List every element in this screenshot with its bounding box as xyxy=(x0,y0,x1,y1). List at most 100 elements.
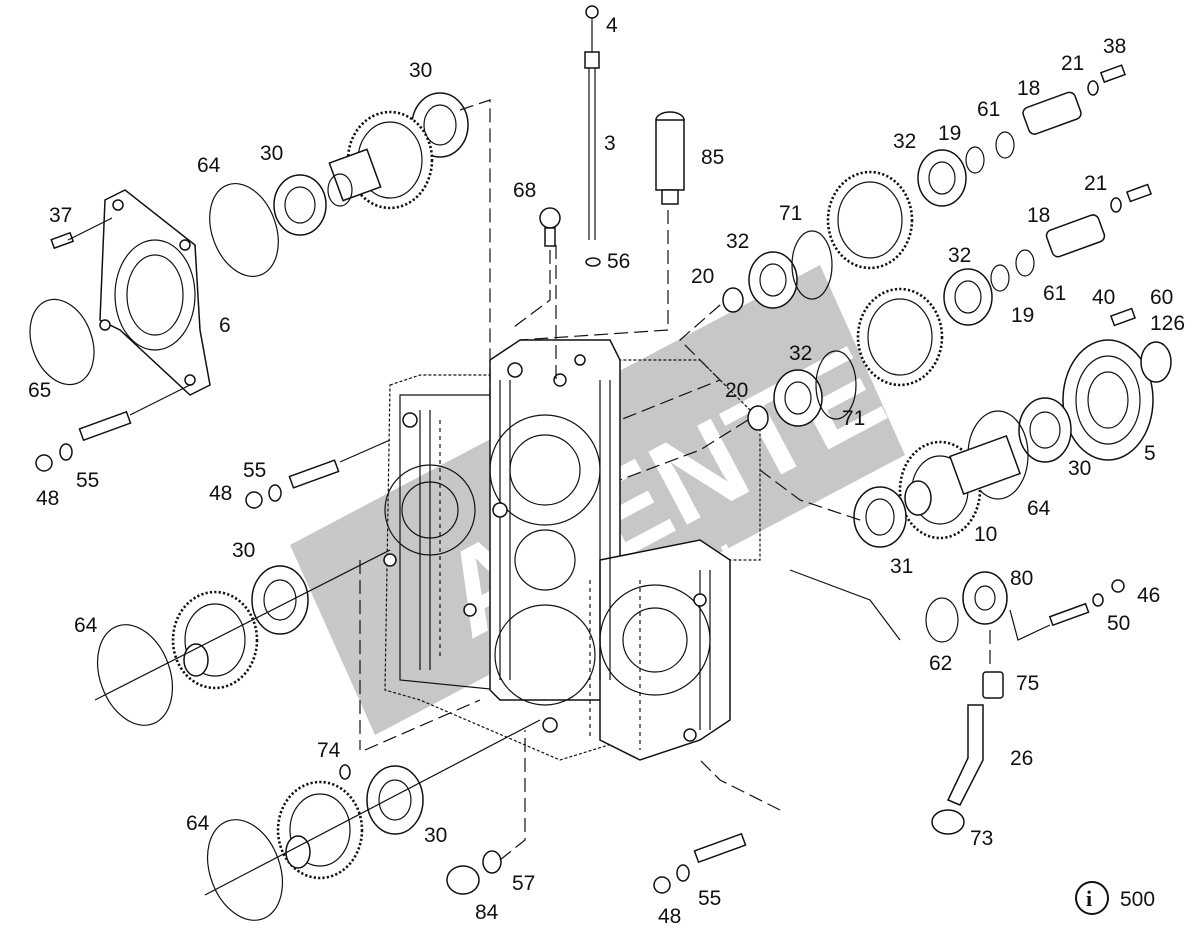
washer-21-b xyxy=(1110,197,1122,213)
gear-top-left xyxy=(327,110,434,210)
label-48-left: 48 xyxy=(36,487,59,510)
label-55-bottom: 55 xyxy=(698,887,721,910)
label-32-low: 32 xyxy=(789,342,812,365)
label-68: 68 xyxy=(513,179,536,202)
bearing-32-a xyxy=(917,149,967,207)
label-3: 3 xyxy=(604,132,616,155)
snapring-71-b xyxy=(815,350,857,420)
label-30-top-b: 30 xyxy=(260,142,283,165)
label-74: 74 xyxy=(317,739,341,762)
stud-55-mid xyxy=(245,439,391,509)
adapter-75 xyxy=(982,671,1004,699)
label-61-mid: 61 xyxy=(1043,282,1066,305)
pin-18-b xyxy=(1045,214,1106,258)
label-55-mid: 55 xyxy=(243,459,266,482)
label-30-mid: 30 xyxy=(232,539,255,562)
dipstick-assembly xyxy=(555,5,601,380)
shaft-gear-10 xyxy=(898,434,1021,540)
hose-26 xyxy=(946,704,984,806)
label-56: 56 xyxy=(607,250,630,273)
bolt-40 xyxy=(1109,307,1137,327)
ring-19-b xyxy=(990,264,1010,292)
label-57: 57 xyxy=(512,872,535,895)
key-74 xyxy=(339,764,351,780)
plug-85 xyxy=(519,111,685,341)
fitting-80 xyxy=(962,571,1008,625)
gear-bottom-left xyxy=(276,780,364,880)
ring-61-b xyxy=(1015,249,1035,277)
gear-upper-right-b xyxy=(856,287,944,387)
gearbox-housing xyxy=(383,339,761,761)
bearing-31 xyxy=(853,486,907,548)
label-38: 38 xyxy=(1103,35,1126,58)
label-84: 84 xyxy=(475,901,499,924)
page-reference: 500 xyxy=(1120,888,1155,911)
stud-55-bottom xyxy=(653,832,747,894)
label-21-mid: 21 xyxy=(1084,172,1107,195)
bearing-30-bottom xyxy=(366,765,424,835)
label-19-mid: 19 xyxy=(1011,304,1034,327)
cover-6 xyxy=(99,189,211,396)
seal-60 xyxy=(1140,341,1172,383)
svg-text:i: i xyxy=(1086,886,1092,911)
ring-61-a xyxy=(995,131,1015,159)
washer-21-a xyxy=(1087,80,1099,96)
label-126: 126 xyxy=(1150,312,1185,335)
bearing-32-low xyxy=(773,369,823,427)
oring-65 xyxy=(29,298,95,386)
label-20-top: 20 xyxy=(691,265,714,288)
label-71-low: 71 xyxy=(842,407,865,430)
label-6: 6 xyxy=(219,314,231,337)
bearing-30-top-b xyxy=(273,174,327,236)
label-80: 80 xyxy=(1010,567,1033,590)
label-60: 60 xyxy=(1150,286,1173,309)
oring-64-bottom xyxy=(207,819,283,921)
label-71-top: 71 xyxy=(779,202,802,225)
ring-19-a xyxy=(965,146,985,174)
label-5: 5 xyxy=(1144,442,1156,465)
label-30-bottom: 30 xyxy=(424,824,447,847)
label-62: 62 xyxy=(929,652,952,675)
label-55-left: 55 xyxy=(76,469,99,492)
label-46: 46 xyxy=(1137,584,1160,607)
label-75: 75 xyxy=(1016,672,1039,695)
bearing-30-right xyxy=(1018,397,1072,463)
label-40: 40 xyxy=(1092,286,1115,309)
elbow-73 xyxy=(931,809,965,835)
gear-mid-left xyxy=(171,590,259,690)
oring-62 xyxy=(925,597,959,643)
label-20-low: 20 xyxy=(725,379,748,402)
bolt-21-b xyxy=(1125,183,1153,203)
bearing-32-b xyxy=(943,268,993,326)
bearing-30-mid xyxy=(251,565,309,635)
snapring-71-a xyxy=(791,230,833,300)
stud-55-left xyxy=(35,384,191,472)
label-26: 26 xyxy=(1010,747,1033,770)
stud-50-46 xyxy=(1048,579,1125,627)
oring-64-mid xyxy=(97,624,173,726)
label-37: 37 xyxy=(49,204,72,227)
label-48-bottom: 48 xyxy=(658,905,681,928)
label-65: 65 xyxy=(28,379,51,402)
seal-20-b xyxy=(747,405,769,431)
label-64-mid: 64 xyxy=(74,614,98,637)
pin-18-a xyxy=(1022,91,1082,135)
label-32-right: 32 xyxy=(948,244,971,267)
label-85: 85 xyxy=(701,146,724,169)
eyebolt-68 xyxy=(509,207,561,331)
label-4: 4 xyxy=(606,14,618,37)
gear-upper-right-a xyxy=(826,170,914,270)
label-64-right: 64 xyxy=(1027,497,1051,520)
bearing-32-mid xyxy=(748,251,798,309)
label-73: 73 xyxy=(970,827,993,850)
label-48-mid: 48 xyxy=(209,482,232,505)
label-31: 31 xyxy=(890,555,913,578)
cover-5 xyxy=(1062,339,1154,461)
seal-20-a xyxy=(722,287,744,313)
label-50: 50 xyxy=(1107,612,1130,635)
label-30-top-a: 30 xyxy=(409,59,432,82)
label-32-top: 32 xyxy=(893,130,916,153)
label-61-top: 61 xyxy=(977,98,1000,121)
oring-64-top xyxy=(209,182,279,278)
